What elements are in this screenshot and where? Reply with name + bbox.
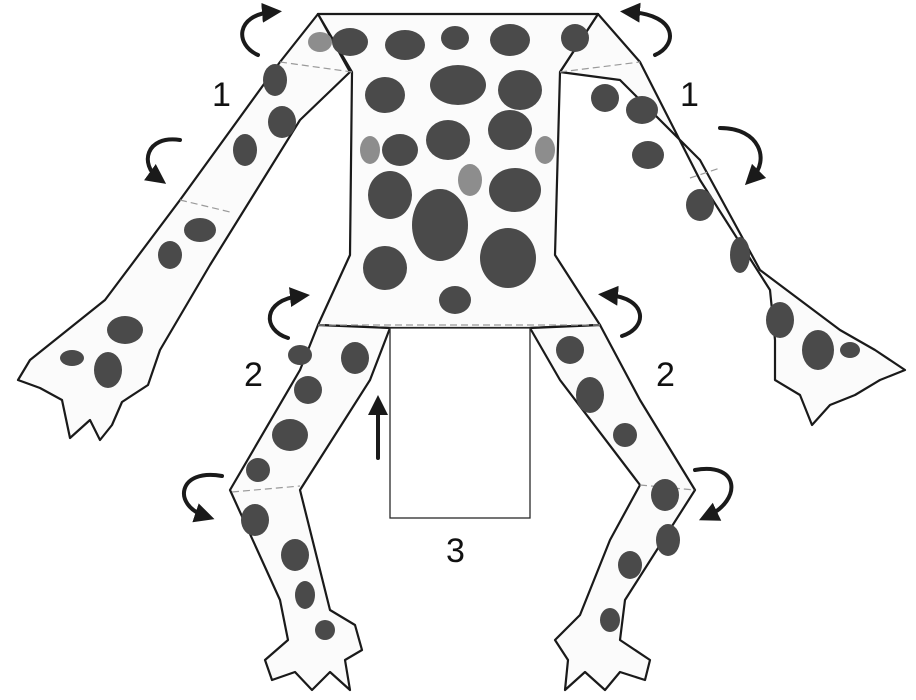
curved-arrow-icon <box>270 296 300 338</box>
label-1-right: 1 <box>680 76 699 114</box>
curved-arrow-icon <box>608 295 640 336</box>
curved-arrow-icon <box>630 12 670 55</box>
frog-body <box>18 14 905 690</box>
label-1-left: 1 <box>212 76 231 114</box>
belly-flap <box>390 328 530 518</box>
curved-arrow-icon <box>148 139 180 178</box>
label-2-left: 2 <box>244 356 263 394</box>
curved-arrow-icon <box>242 12 272 55</box>
label-2-right: 2 <box>656 356 675 394</box>
curved-arrow-icon <box>184 475 222 516</box>
curved-arrow-icon <box>695 469 731 516</box>
label-3: 3 <box>446 532 465 570</box>
curved-arrow-icon <box>720 128 761 178</box>
torso <box>318 14 600 328</box>
